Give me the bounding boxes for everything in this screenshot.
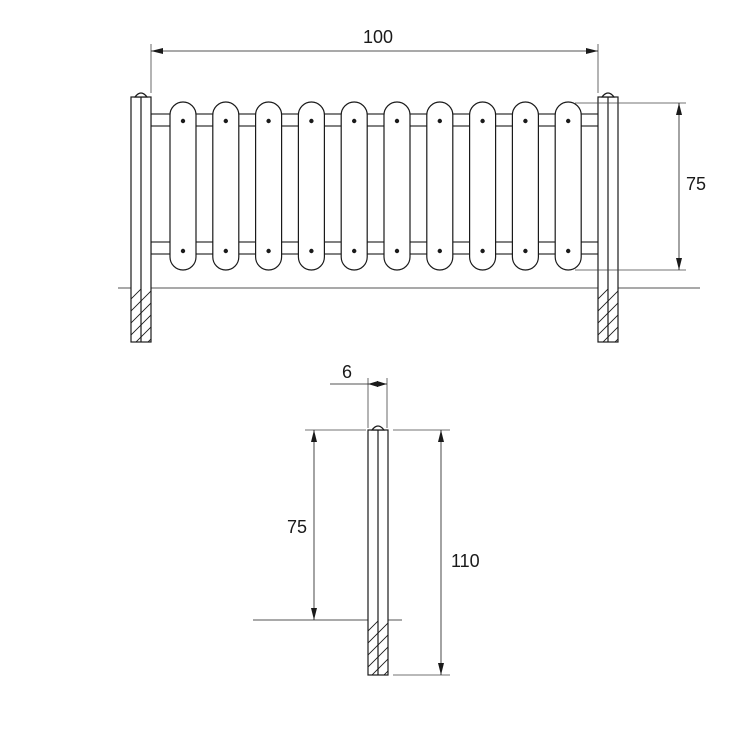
front-view: 100 75 [118, 27, 706, 343]
right-post-hatch [598, 289, 618, 342]
width-label: 100 [363, 27, 393, 47]
screw-dot [352, 248, 357, 254]
screw-dot [480, 118, 485, 124]
total-height-label: 110 [451, 551, 480, 571]
side-post-hatch [368, 621, 388, 675]
post-width-dimension: 6 [330, 362, 388, 428]
above-ground-label: 75 [287, 517, 307, 537]
screw-dot [223, 118, 228, 124]
screw-dot [566, 118, 571, 124]
above-ground-dimension: 75 [287, 429, 366, 620]
fence-board [255, 101, 283, 271]
fence-boards [169, 101, 582, 271]
screw-dot [309, 118, 314, 124]
right-post [597, 92, 619, 343]
screw-dot [394, 118, 400, 124]
fence-board [383, 101, 411, 271]
screw-dot [437, 118, 442, 124]
screw-dot [437, 248, 442, 254]
fence-board [212, 101, 240, 271]
post-width-label: 6 [342, 362, 352, 382]
height-dimension: 75 [575, 102, 706, 271]
fence-board [297, 101, 325, 271]
screw-dot [566, 248, 571, 254]
side-post [367, 425, 389, 676]
total-height-dimension: 110 [393, 429, 480, 676]
left-post-hatch [131, 289, 151, 342]
screw-dot [180, 118, 186, 124]
width-dimension: 100 [150, 27, 599, 93]
left-post [130, 92, 152, 343]
fence-board [554, 101, 582, 271]
screw-dot [223, 248, 228, 254]
fence-board [511, 101, 540, 271]
fence-board [340, 101, 368, 271]
screw-dot [523, 118, 528, 124]
fence-board [469, 101, 497, 271]
screw-dot [266, 118, 271, 124]
screw-dot [352, 118, 357, 124]
fence-board [169, 101, 197, 271]
height-label: 75 [686, 174, 706, 194]
screw-dot [480, 248, 485, 254]
screw-dot [180, 248, 186, 254]
screw-dot [266, 248, 271, 254]
fence-board [426, 101, 454, 271]
screw-dot [309, 248, 314, 254]
screw-dot [394, 248, 400, 254]
side-view: 6 75 110 [253, 362, 480, 676]
screw-dot [523, 248, 528, 254]
